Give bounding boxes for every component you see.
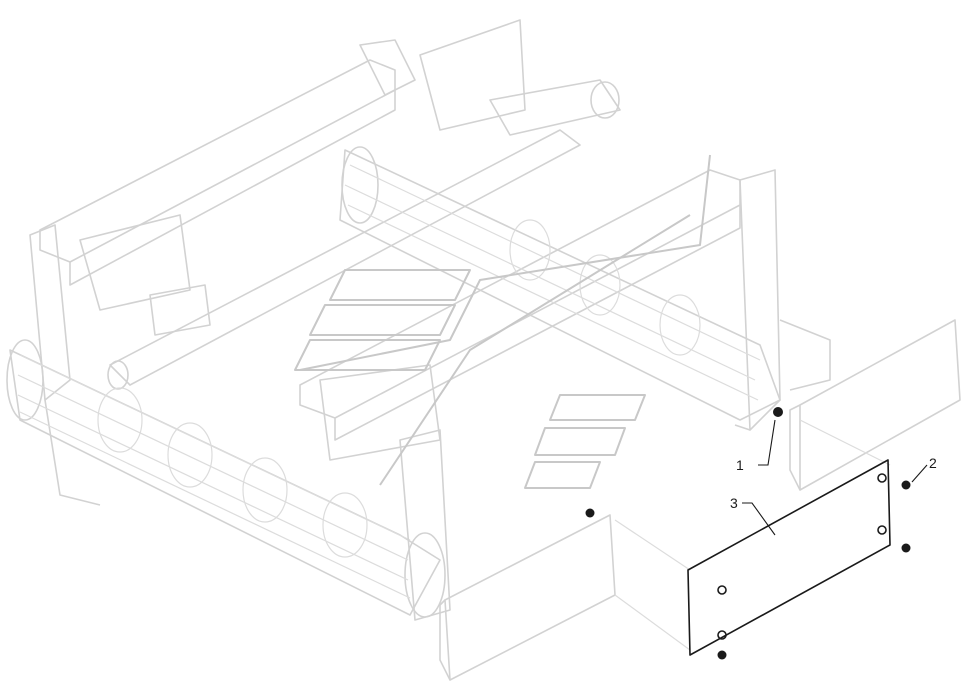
roller-frame-assembly [6, 19, 831, 621]
bolt-part [773, 407, 783, 417]
leader-line-1 [758, 419, 776, 466]
callout-3: 3 [730, 495, 738, 511]
callout-2: 2 [929, 455, 937, 471]
detached-side-plates [439, 319, 961, 681]
cover-plate-part [687, 459, 891, 656]
leader-line-3 [742, 502, 776, 536]
nut-parts [585, 480, 911, 660]
leader-line-2 [911, 464, 928, 483]
callout-1: 1 [736, 457, 744, 473]
background-logo [294, 154, 711, 489]
